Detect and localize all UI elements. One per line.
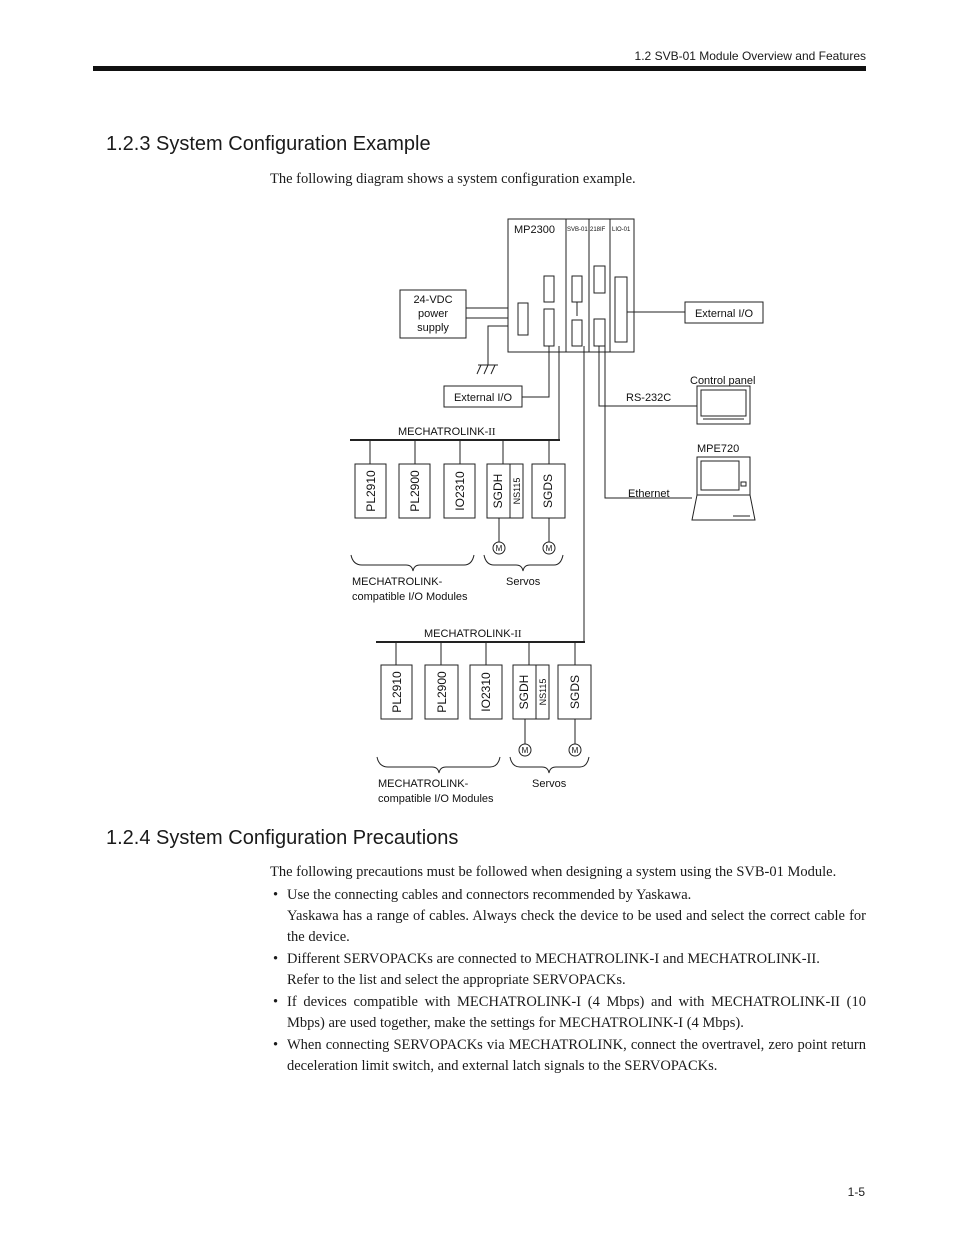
section-title-123: 1.2.3 System Configuration Example	[106, 133, 431, 155]
motor-1b	[542, 541, 556, 555]
brace-servos-1	[483, 554, 564, 572]
system-configuration-diagram: MP2300 SVB-01 218IF LIO-01 24-VDC power …	[350, 218, 764, 805]
precaution-item: •If devices compatible with MECHATROLINK…	[273, 994, 866, 1031]
section-123-intro: The following diagram shows a system con…	[270, 171, 636, 187]
sgds-label-2: SGDS	[568, 675, 582, 709]
module-io2310-2	[469, 664, 503, 720]
running-header: 1.2 SVB-01 Module Overview and Features	[634, 49, 866, 63]
cpu-connector-1	[543, 275, 555, 303]
module-pl2910-2	[380, 664, 413, 720]
sgds-label-1: SGDS	[541, 474, 555, 508]
motor-2b	[568, 743, 582, 757]
mpe720-keyboard	[691, 494, 756, 521]
rs232c-label: RS-232C	[626, 392, 671, 404]
if-connector-1	[593, 265, 606, 294]
cpu-connector-3	[543, 308, 555, 347]
external-io-right-label: External I/O	[695, 308, 754, 320]
precaution-item: •Use the connecting cables and connector…	[270, 885, 866, 948]
group-io-label-1a: MECHATROLINK-	[352, 576, 443, 588]
ns115-label-1: NS115	[512, 478, 522, 505]
module-pl2900-2	[424, 664, 459, 720]
network-2-label: MECHATROLINK-II	[424, 628, 522, 640]
power-supply-line1: 24-VDC	[413, 294, 452, 306]
svb-connector-1	[571, 275, 583, 303]
group-servos-label-2: Servos	[532, 778, 567, 790]
precaution-text: When connecting SERVOPACKs via MECHATROL…	[287, 1037, 866, 1074]
mpe720-label: MPE720	[697, 443, 739, 455]
precaution-item: •Different SERVOPACKs are connected to M…	[270, 949, 866, 991]
ethernet-label: Ethernet	[628, 488, 670, 500]
external-io-left-label: External I/O	[454, 392, 513, 404]
precautions-list: •Use the connecting cables and connector…	[270, 885, 866, 1078]
slot-label-lio01: LIO-01	[612, 227, 631, 233]
section-title-124: 1.2.4 System Configuration Precautions	[106, 827, 459, 849]
slot-label-svb01: SVB-01	[567, 227, 588, 233]
servopack-sgdh-2	[512, 664, 550, 720]
group-servos-label-1: Servos	[506, 576, 541, 588]
precaution-text: Use the connecting cables and connectors…	[287, 887, 692, 903]
motor-label-1b: M	[546, 544, 553, 553]
servopack-sgdh-1	[486, 463, 524, 519]
power-supply-box	[399, 289, 467, 339]
group-io-label-2a: MECHATROLINK-	[378, 778, 469, 790]
servopack-sgds-1	[531, 463, 566, 519]
pl2900-label-1: PL2900	[408, 470, 422, 512]
sgdh-label-1: SGDH	[491, 474, 505, 509]
motor-label-2a: M	[522, 746, 529, 755]
group-io-label-2b: compatible I/O Modules	[378, 793, 494, 805]
brace-io-1	[350, 554, 475, 572]
pl2910-label-2: PL2910	[390, 671, 404, 713]
brace-servos-2	[509, 756, 590, 774]
page-number: 1-5	[847, 1185, 865, 1199]
io2310-label-2: IO2310	[479, 672, 493, 712]
pl2900-label-2: PL2900	[435, 671, 449, 713]
module-pl2900-1	[398, 463, 431, 519]
module-pl2910-1	[354, 463, 387, 519]
ns115-label-2: NS115	[538, 679, 548, 706]
motor-2a	[518, 743, 532, 757]
mp2300-rack	[507, 218, 635, 353]
svb-connector-2	[571, 319, 583, 347]
network-1-label: MECHATROLINK-II	[398, 426, 496, 438]
if-connector-2	[593, 318, 606, 347]
precaution-text: Different SERVOPACKs are connected to ME…	[287, 951, 820, 967]
control-panel-label: Control panel	[690, 375, 755, 387]
sgdh-label-2: SGDH	[517, 675, 531, 710]
brace-io-2	[376, 756, 501, 774]
power-supply-line3: supply	[417, 322, 449, 334]
controller-label: MP2300	[514, 224, 555, 236]
precaution-detail: Yaskawa has a range of cables. Always ch…	[287, 908, 866, 945]
motor-label-2b: M	[572, 746, 579, 755]
cpu-connector-2	[517, 302, 529, 336]
section-124-intro: The following precautions must be follow…	[270, 864, 837, 880]
slot-label-218if: 218IF	[590, 227, 606, 233]
precaution-detail: Refer to the list and select the appropr…	[287, 972, 626, 988]
motor-1a	[492, 541, 506, 555]
module-io2310-1	[443, 463, 476, 519]
group-io-label-1b: compatible I/O Modules	[352, 591, 468, 603]
precaution-item: •When connecting SERVOPACKs via MECHATRO…	[273, 1037, 866, 1074]
lio-connector	[614, 276, 628, 343]
pl2910-label-1: PL2910	[364, 470, 378, 512]
header-rule	[93, 66, 866, 71]
io2310-label-1: IO2310	[453, 471, 467, 511]
power-supply-line2: power	[418, 308, 448, 320]
motor-label-1a: M	[496, 544, 503, 553]
precaution-text: If devices compatible with MECHATROLINK-…	[287, 994, 866, 1031]
